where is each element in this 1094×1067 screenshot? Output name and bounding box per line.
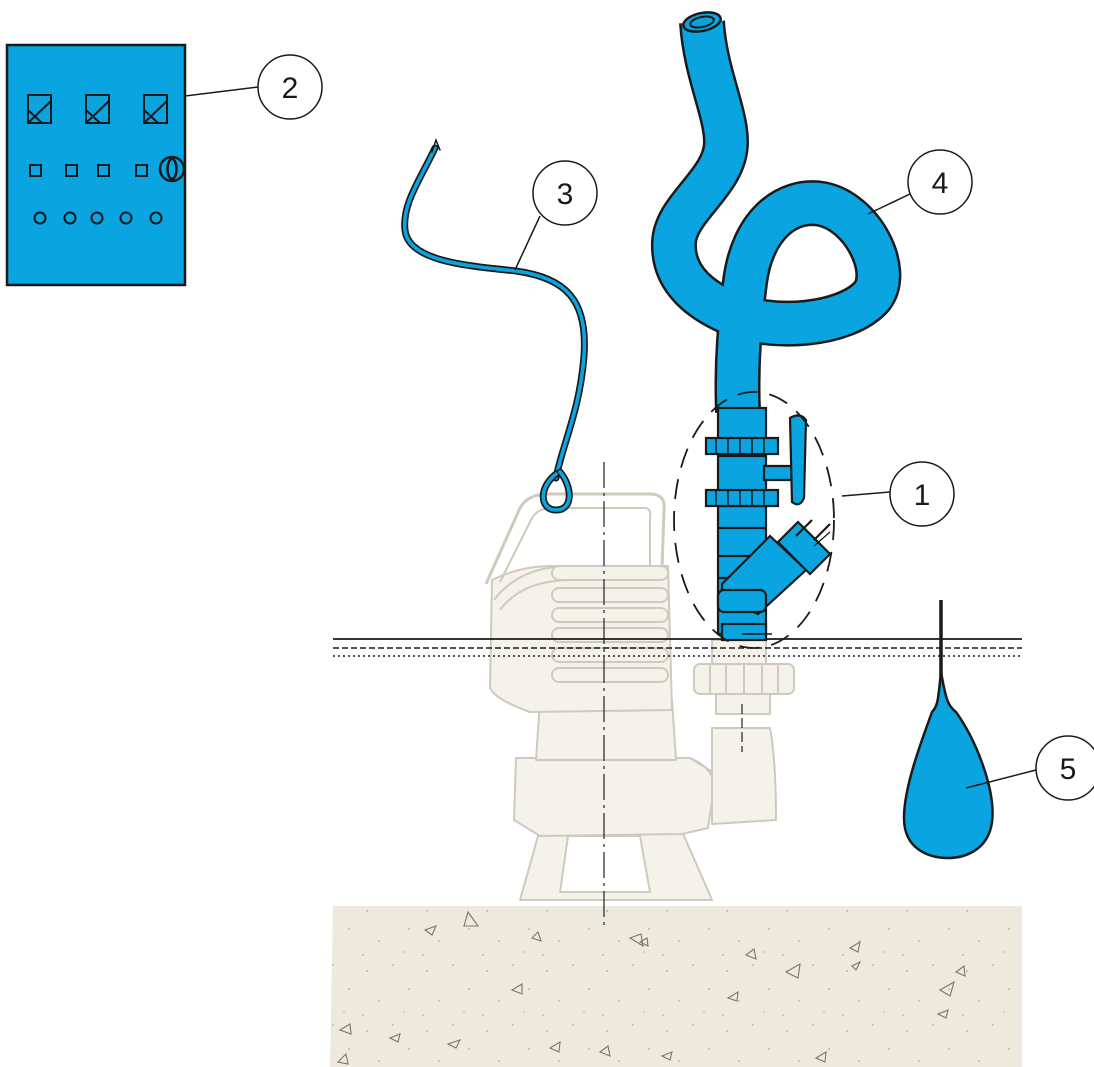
water-level-lines (333, 638, 1022, 657)
panel-indicator-boxes (27, 94, 168, 124)
callout-3: 3 (532, 160, 598, 226)
discharge-hose (651, 11, 902, 413)
panel-lamps (33, 211, 163, 225)
callout-1: 1 (889, 461, 955, 527)
callout-4-label: 4 (932, 167, 949, 200)
callout-2-label: 2 (282, 72, 299, 105)
valve-assembly (704, 406, 832, 642)
control-panel (5, 43, 187, 287)
valve-highlight-ellipse (673, 391, 835, 649)
concrete-floor (330, 906, 1022, 1067)
callout-3-label: 3 (557, 178, 574, 211)
float-switch (902, 600, 994, 860)
pump-centerline (603, 462, 743, 930)
submersible-pump (484, 492, 795, 901)
callout-4: 4 (907, 149, 973, 215)
callout-leaders (184, 86, 1037, 789)
lifting-cable (401, 137, 588, 514)
callout-2: 2 (257, 54, 323, 120)
panel-rotary-knob (158, 155, 186, 183)
callout-5-label: 5 (1060, 753, 1077, 786)
callout-5: 5 (1035, 735, 1094, 801)
panel-switches (29, 164, 148, 177)
callout-1-label: 1 (914, 479, 931, 512)
